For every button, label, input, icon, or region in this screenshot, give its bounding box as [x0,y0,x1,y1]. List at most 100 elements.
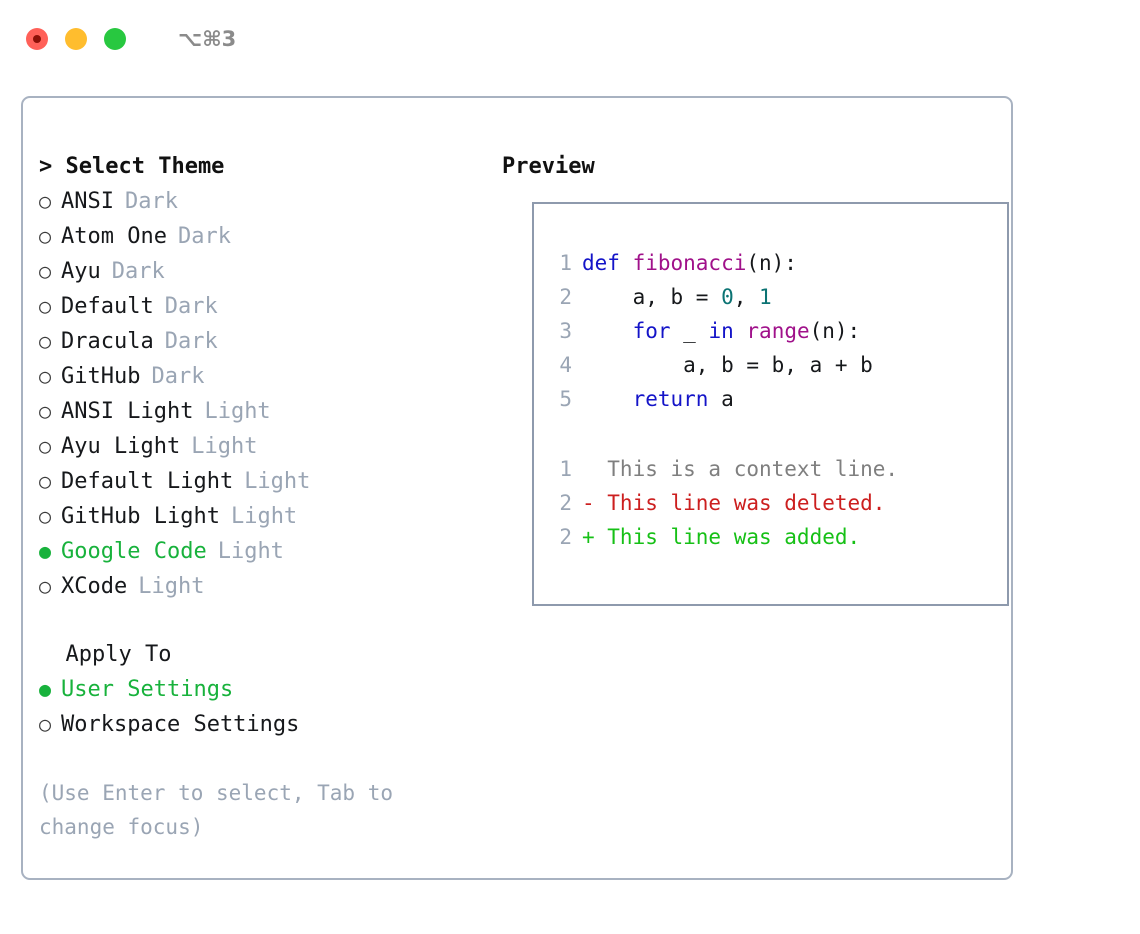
line-number: 2 [559,285,572,309]
theme-list: ○ ANSI Dark ○ Atom One Dark ○ Ayu Dark ○… [39,184,479,604]
code-line: 1 def fibonacci(n): [548,246,1007,280]
window-titlebar: ⌥⌘3 [0,0,1140,78]
line-number: 5 [559,387,572,411]
theme-kind-badge: Dark [124,189,178,214]
diff-content: This is a context line. [582,457,899,481]
apply-to-label: Workspace Settings [61,712,300,737]
diff-line-added: 2 + This line was added. [548,520,1007,554]
theme-name: Default Light [61,469,234,494]
code-content: a, b = 0, 1 [582,280,772,314]
radio-icon[interactable]: ○ [39,574,52,598]
radio-icon[interactable]: ○ [39,294,52,318]
radio-icon[interactable]: ○ [39,259,52,283]
diff-content: - This line was deleted. [582,491,886,515]
preview-column: Preview [502,150,992,184]
radio-icon[interactable]: ○ [39,329,52,353]
theme-list-item[interactable]: ○ Ayu Dark [39,254,479,289]
theme-name: GitHub Light [61,504,220,529]
theme-list-item[interactable]: ○ Atom One Dark [39,219,479,254]
code-token: in [708,319,734,343]
theme-list-item[interactable]: ○ GitHub Light Light [39,499,479,534]
code-token: a, b = [582,285,722,309]
code-token: a [708,387,734,411]
line-number: 3 [559,319,572,343]
radio-icon[interactable]: ○ [39,224,52,248]
theme-list-item[interactable]: ○ ANSI Light Light [39,394,479,429]
code-token: (n): [809,319,861,343]
theme-kind-badge: Dark [164,329,218,354]
theme-name: ANSI [61,189,114,214]
diff-spacer [548,416,1007,452]
code-token: return [632,387,709,411]
code-token: for [632,319,671,343]
radio-icon[interactable]: ○ [39,399,52,423]
theme-kind-badge: Light [230,504,298,529]
minimize-button[interactable] [65,28,87,50]
radio-icon[interactable]: ○ [39,434,52,458]
theme-name: Ayu [61,259,101,284]
theme-name: Atom One [61,224,167,249]
theme-kind-badge: Light [244,469,311,494]
line-number: 2 [559,525,572,549]
theme-name: GitHub [61,364,141,389]
code-token: def [582,251,633,275]
theme-kind-badge: Light [138,574,205,599]
line-number: 4 [559,353,572,377]
radio-icon-selected[interactable]: ● [39,677,52,701]
apply-to-item-user-settings[interactable]: ● User Settings [39,672,479,707]
radio-icon[interactable]: ○ [39,469,52,493]
theme-list-item[interactable]: ○ ANSI Dark [39,184,479,219]
apply-to-item-workspace-settings[interactable]: ○ Workspace Settings [39,707,479,742]
radio-icon[interactable]: ○ [39,364,52,388]
code-content: a, b = b, a + b [582,348,873,382]
apply-to-heading: Apply To [39,642,172,667]
code-line: 4 a, b = b, a + b [548,348,1007,382]
close-button[interactable] [26,28,48,50]
theme-list-item[interactable]: ○ Dracula Dark [39,324,479,359]
theme-kind-badge: Dark [111,259,165,284]
theme-name: Dracula [61,329,154,354]
theme-kind-badge: Dark [164,294,218,319]
theme-kind-badge: Light [217,539,284,564]
code-content: return a [582,382,734,416]
window-shortcut-label: ⌥⌘3 [178,26,237,51]
theme-list-item-selected[interactable]: ● Google Code Light [39,534,479,569]
code-token: range [746,319,810,343]
code-token: 1 [759,285,772,309]
code-token: (n): [746,251,797,275]
line-number: 1 [559,457,572,481]
code-line: 5 return a [548,382,1007,416]
keyboard-hint-text: (Use Enter to select, Tab to change focu… [39,781,394,839]
code-token [582,319,633,343]
theme-list-item[interactable]: ○ Default Light Light [39,464,479,499]
code-content: def fibonacci(n): [582,246,797,280]
radio-icon-selected[interactable]: ● [39,539,52,563]
radio-icon[interactable]: ○ [39,712,52,736]
theme-list-item[interactable]: ○ XCode Light [39,569,479,604]
code-token: _ [670,319,709,343]
theme-list-item[interactable]: ○ Default Dark [39,289,479,324]
apply-to-list: ● User Settings ○ Workspace Settings [39,672,479,742]
code-token: 0 [721,285,734,309]
code-token [582,387,633,411]
maximize-button[interactable] [104,28,126,50]
theme-kind-badge: Light [204,399,271,424]
theme-name: Default [61,294,154,319]
radio-icon[interactable]: ○ [39,504,52,528]
theme-list-item[interactable]: ○ GitHub Dark [39,359,479,394]
preview-heading: Preview [502,154,595,179]
code-preview-box: 1 def fibonacci(n): 2 a, b = 0, 1 3 for … [532,202,1009,606]
line-number: 1 [559,251,572,275]
theme-name: XCode [61,574,128,599]
theme-name: ANSI Light [61,399,194,424]
theme-name: Google Code [61,539,207,564]
code-line: 2 a, b = 0, 1 [548,280,1007,314]
code-token [734,319,747,343]
theme-list-item[interactable]: ○ Ayu Light Light [39,429,479,464]
diff-line-deleted: 2 - This line was deleted. [548,486,1007,520]
code-token: a, b = b, a + b [582,353,873,377]
theme-selector-column: > Select Theme ○ ANSI Dark ○ Atom One Da… [39,150,479,844]
code-block: 1 def fibonacci(n): 2 a, b = 0, 1 3 for … [548,246,1007,416]
radio-icon[interactable]: ○ [39,189,52,213]
